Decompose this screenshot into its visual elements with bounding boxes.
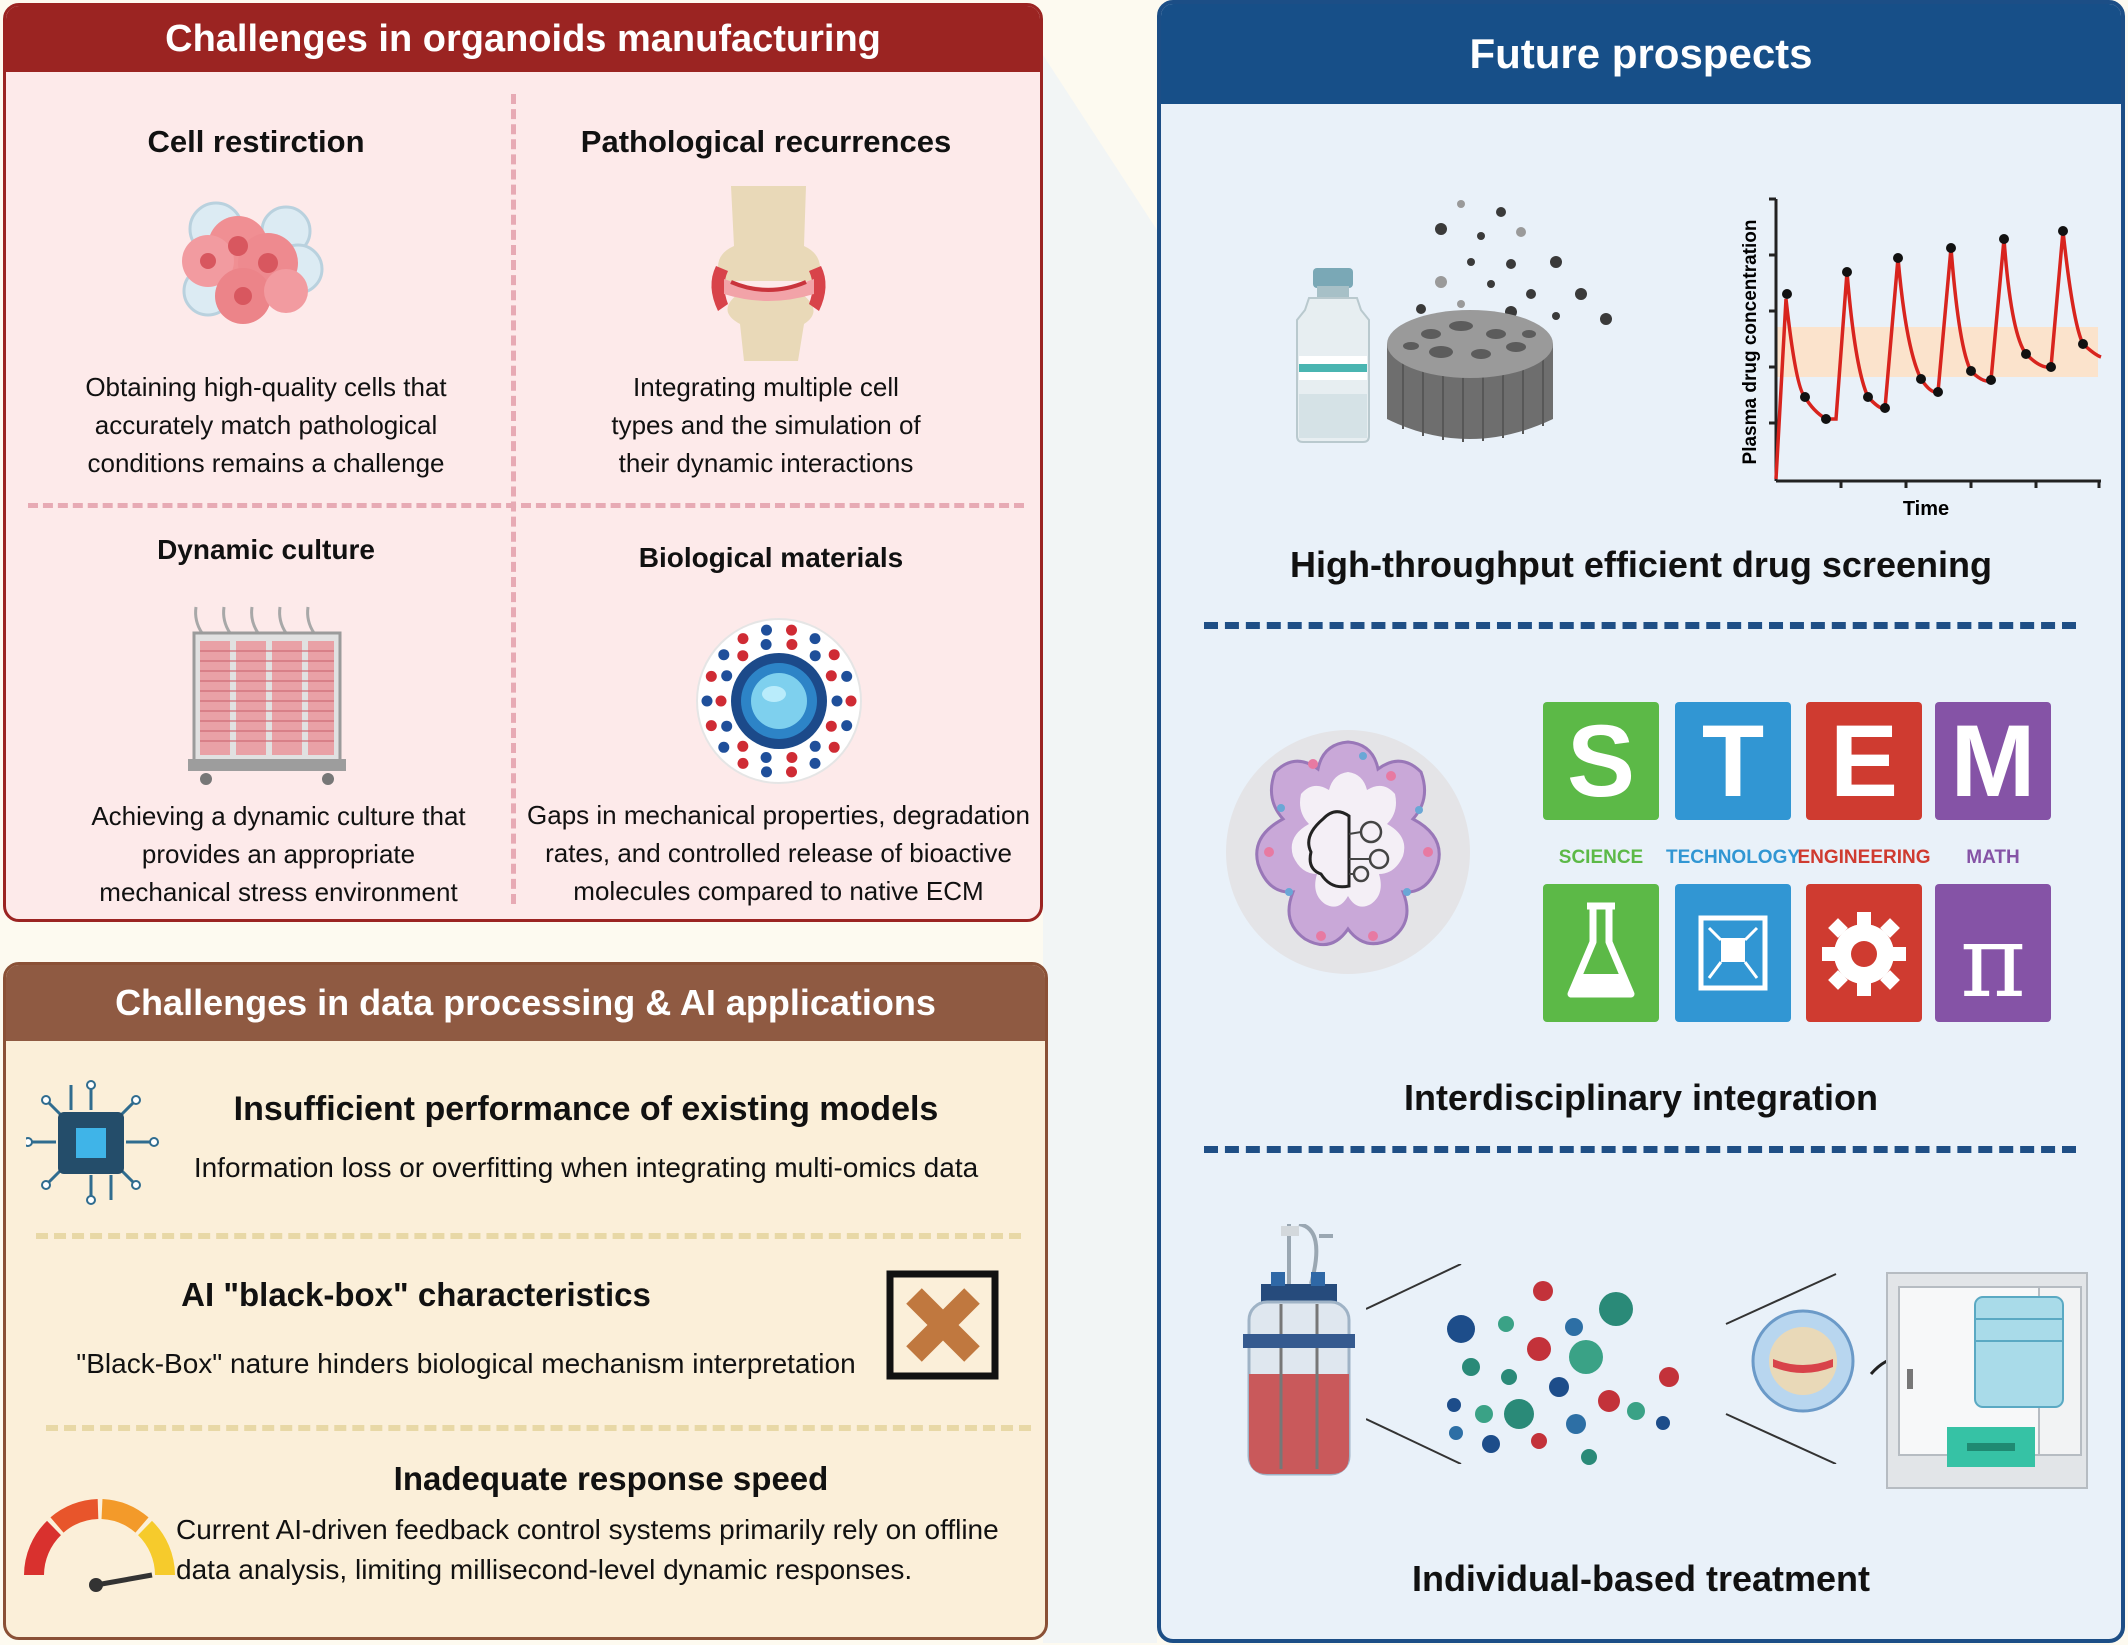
text-line: Obtaining high-quality cells that [85,372,447,402]
text-line: rates, and controlled release of bioacti… [545,838,1012,868]
curve-point [1946,243,1956,253]
blackbox-text: "Black-Box" nature hinders biological me… [76,1348,856,1379]
curve-point [1986,375,1996,385]
text-line: types and the simulation of [611,410,921,440]
divider-vertical [511,94,516,904]
curve-point [2078,339,2088,349]
future-header: Future prospects [1161,4,2121,104]
blackbox-title: AI "black-box" characteristics [181,1276,651,1313]
curve-point [1933,387,1943,397]
organoid-brain-icon [1226,730,1470,974]
curve-point [2046,362,2056,372]
divider-dashed [1204,1146,2076,1153]
pk-chart: Plasma drug concentration Time [1740,197,2102,520]
biological-materials-text: Gaps in mechanical properties, degradati… [516,796,1040,910]
svg-text:π: π [1960,903,2026,1020]
stem-letter: E [1829,704,1899,818]
y-axis-label: Plasma drug concentration [1740,220,1761,465]
stem-label: SCIENCE [1558,847,1644,868]
cell-cluster-icon [182,201,324,324]
ai-header: Challenges in data processing & AI appli… [6,965,1045,1041]
text-line: data analysis, limiting millisecond-leve… [176,1554,913,1585]
text-line: their dynamic interactions [618,448,914,478]
integration-title: Interdisciplinary integration [1403,1077,1879,1118]
curve-point [2021,349,2031,359]
speed-gauge-icon [24,1499,175,1592]
stem-letter: S [1566,704,1636,818]
speed-title: Inadequate response speed [393,1460,829,1497]
circuit-icon [1698,915,1768,991]
stem-letter: T [1701,704,1765,818]
curve-point [1916,374,1926,384]
curve-point [1863,392,1873,402]
stem-tile-technology: T [1675,702,1791,820]
bioreactor-rack-icon [188,606,346,785]
flask-icon [1567,902,1635,998]
curve-point [1893,253,1903,263]
curve-point [2058,226,2068,236]
divider-dashed [46,1425,1031,1431]
text-line: provides an appropriate [141,839,416,869]
patient-organoid-icon [1751,1309,1855,1413]
x-axis-label: Time [1903,498,1949,520]
stem-icon-tile [1935,884,2051,1022]
screening-title: High-throughput efficient drug screening [1290,544,1992,585]
manufacturing-panel: Challenges in organoids manufacturing Ce… [3,3,1043,922]
stem-letter: M [1950,704,2036,818]
pathological-title: Pathological recurrences [580,124,952,159]
text-line: Integrating multiple cell [633,372,899,402]
divider-dashed [1204,622,2076,629]
curve-point [1800,392,1810,402]
biological-materials-title: Biological materials [638,542,904,573]
cell-restriction-text: Obtaining high-quality cells that accura… [46,368,486,482]
stem-label: ENGINEERING [1797,847,1931,868]
curve-point [1782,289,1792,299]
bioreactor-icon [1243,1224,1355,1476]
curve-point [1842,267,1852,277]
dynamic-culture-text: Achieving a dynamic culture that provide… [46,797,511,911]
text-line: conditions remains a challenge [87,448,445,478]
speed-text: Current AI-driven feedback control syste… [176,1510,1036,1590]
pi-icon: π [1960,903,2026,1020]
molecules-cluster [1447,1281,1679,1465]
stem-label: TECHNOLOGY [1665,847,1801,868]
divider-dashed [36,1233,1021,1239]
gear-icon [1822,912,1906,996]
manufacturing-header: Challenges in organoids manufacturing [6,6,1040,72]
divider-horizontal [28,503,1024,508]
treatment-title: Individual-based treatment [1411,1558,1871,1599]
stem-label: MATH [1966,847,2020,868]
text-line: mechanical stress environment [99,877,458,907]
scaffold-icon [1387,200,1612,442]
curve-point [1880,403,1890,413]
zoom-lines [1366,1264,1837,1464]
vial-icon [1296,268,1370,443]
curve-point [1999,234,2009,244]
therapeutic-window-band [1776,327,2098,377]
knee-joint-icon [711,186,826,361]
models-text: Information loss or overfitting when int… [193,1152,979,1183]
text-line: molecules compared to native ECM [573,876,984,906]
dynamic-culture-title: Dynamic culture [157,534,375,565]
cell-restriction-title: Cell restirction [147,124,365,159]
ai-panel: Challenges in data processing & AI appli… [3,962,1048,1640]
curve-point [1966,366,1976,376]
future-panel: Future prospects [1157,0,2125,1643]
circuit-chip-icon [26,1080,159,1205]
incubator-icon [1886,1272,2088,1489]
text-line: accurately match pathological [94,410,438,440]
stem-tile-math: M [1935,702,2051,820]
stem-tile-engineering: E [1806,702,1922,820]
biomaterial-particle-icon [696,618,862,784]
models-title: Insufficient performance of existing mod… [233,1090,939,1128]
stem-tile-science: S [1543,702,1659,820]
text-line: Achieving a dynamic culture that [91,801,466,831]
text-line: Gaps in mechanical properties, degradati… [527,800,1030,830]
pathological-text: Integrating multiple cell types and the … [546,368,986,482]
text-line: Current AI-driven feedback control syste… [176,1514,999,1545]
close-x-icon [886,1270,999,1380]
curve-point [1821,414,1831,424]
